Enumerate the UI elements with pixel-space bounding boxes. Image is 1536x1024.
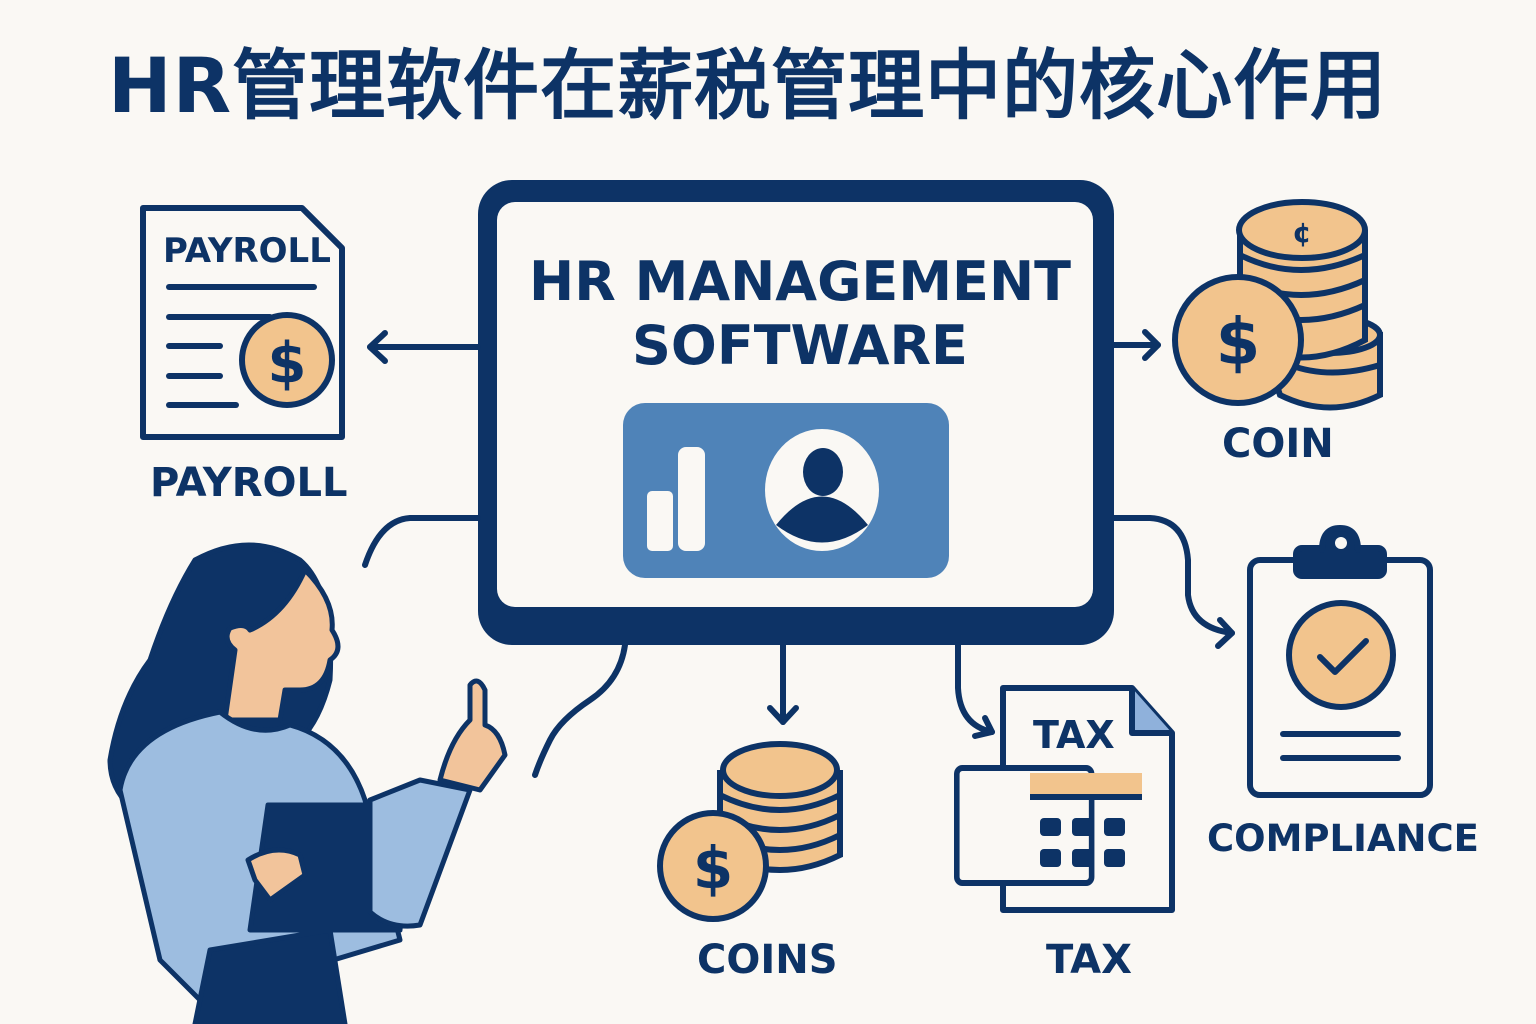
connectors: [362, 329, 1235, 778]
tax-label: TAX: [1046, 937, 1132, 983]
svg-text:$: $: [1216, 306, 1261, 380]
payroll-doc-title: PAYROLL: [163, 231, 331, 271]
tax-doc-title: TAX: [1033, 713, 1115, 757]
coins-label: COINS: [697, 937, 838, 983]
coin-label: COIN: [1222, 421, 1334, 467]
dollar-icon: $: [268, 331, 307, 396]
user-avatar-icon: [765, 429, 879, 551]
woman-illustration: [107, 542, 508, 1024]
svg-text:¢: ¢: [1292, 216, 1311, 249]
svg-text:$: $: [693, 834, 733, 902]
hr-software-monitor: [478, 180, 1114, 645]
calculator-keys: [1040, 818, 1125, 867]
center-title: HR MANAGEMENT SOFTWARE: [500, 250, 1100, 378]
payroll-document-icon: [140, 205, 345, 440]
bar-chart-icon: [647, 447, 705, 551]
page-title: HR管理软件在薪税管理中的核心作用: [108, 41, 1388, 130]
compliance-label: COMPLIANCE: [1207, 817, 1479, 860]
payroll-label: PAYROLL: [150, 460, 348, 506]
coin-stack-icon: [1172, 199, 1383, 411]
center-title-line2: SOFTWARE: [632, 314, 968, 377]
coins-icon: [657, 741, 843, 922]
clipboard-check-icon: [1247, 525, 1433, 798]
center-title-line1: HR MANAGEMENT: [529, 250, 1071, 313]
